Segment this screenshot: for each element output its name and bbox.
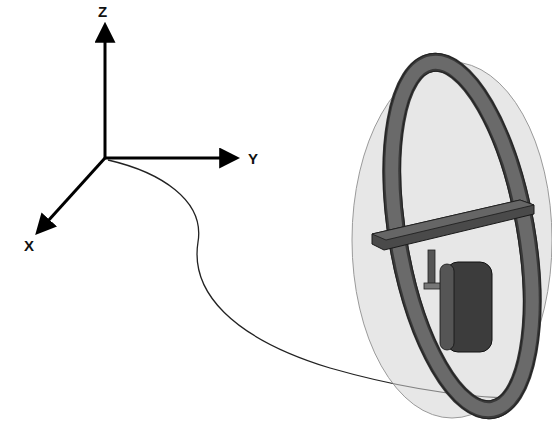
axis-label: Z: [98, 4, 107, 19]
axis-label: X: [24, 238, 34, 253]
coordinate-axes: [38, 26, 236, 232]
axis-label: Y: [248, 151, 258, 166]
drive-wheel: [440, 262, 492, 352]
platform: [372, 200, 534, 250]
rolling-ring: [358, 41, 552, 423]
